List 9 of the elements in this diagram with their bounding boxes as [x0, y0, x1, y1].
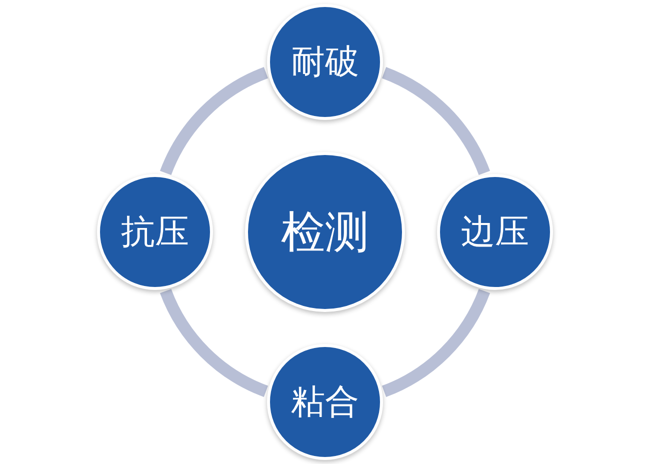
- node-label: 粘合: [291, 381, 359, 424]
- node-label: 检测: [281, 206, 369, 260]
- ring-arc: [382, 288, 490, 397]
- node-label: 抗压: [121, 211, 189, 254]
- ring-arc: [160, 67, 268, 176]
- node-label: 边压: [461, 211, 529, 254]
- ring-arc: [160, 288, 268, 397]
- node-label: 耐破: [291, 41, 359, 84]
- ring-arc: [382, 67, 490, 176]
